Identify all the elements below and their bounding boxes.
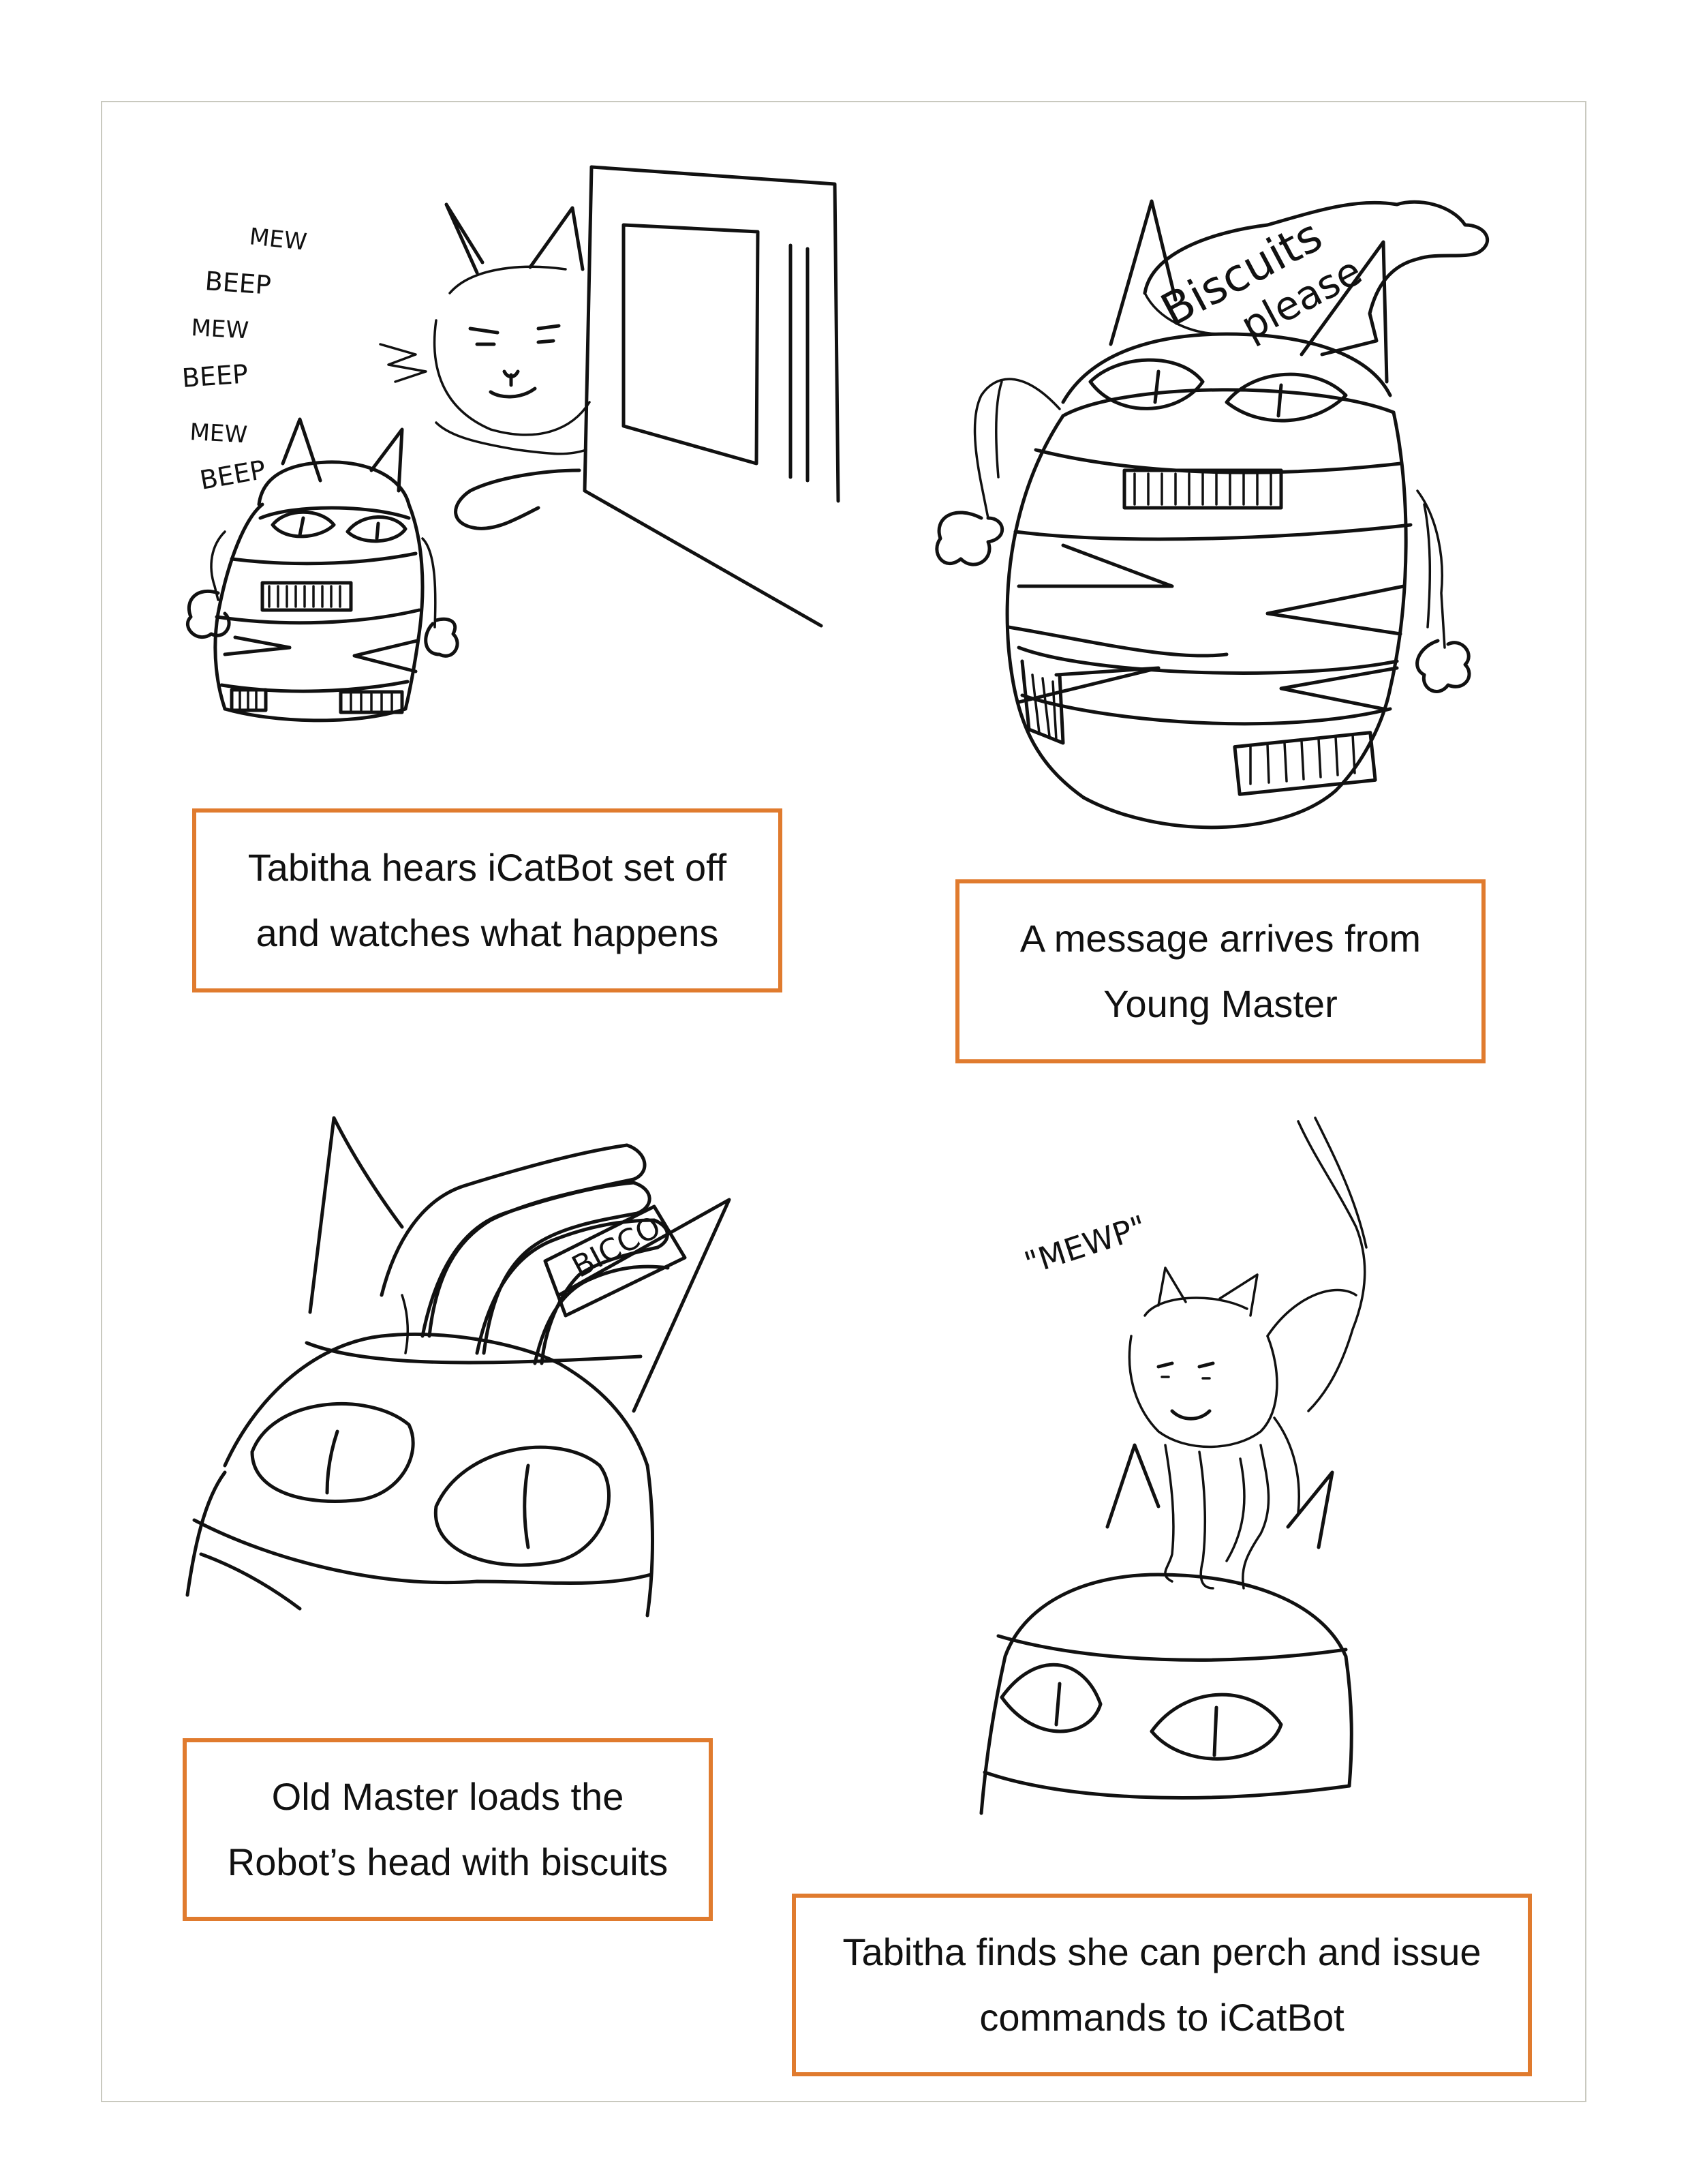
caption-text: A message arrives from Young Master xyxy=(1019,917,1422,1025)
sound-word: BEEP xyxy=(181,359,249,393)
sound-word: MEW xyxy=(248,223,308,256)
sound-word: BEEP xyxy=(204,266,272,301)
panel-1-art: MEW BEEP MEW BEEP MEW BEEP xyxy=(181,165,840,723)
page-frame xyxy=(101,101,1586,2102)
sound-word: MEW xyxy=(191,314,249,344)
caption-text: Tabitha finds she can perch and issue co… xyxy=(842,1930,1481,2039)
panel-2-art: Biscuits please xyxy=(935,199,1489,830)
caption-text: Old Master loads the Robot’s head with b… xyxy=(227,1775,669,1883)
panel-4-art: "MEWP" xyxy=(979,1117,1368,1815)
caption-text: Tabitha hears iCatBot set off and watche… xyxy=(247,846,727,954)
caption-box-2: A message arrives from Young Master xyxy=(955,879,1486,1063)
sound-word: BEEP xyxy=(198,455,268,496)
caption-box-3: Old Master loads the Robot’s head with b… xyxy=(183,1738,713,1921)
sound-word: MEW xyxy=(189,419,248,449)
sound-word: "MEWP" xyxy=(1020,1208,1151,1281)
caption-box-1: Tabitha hears iCatBot set off and watche… xyxy=(192,808,782,992)
panel-3-art: BICCO xyxy=(185,1116,731,1618)
caption-box-4: Tabitha finds she can perch and issue co… xyxy=(792,1894,1532,2076)
